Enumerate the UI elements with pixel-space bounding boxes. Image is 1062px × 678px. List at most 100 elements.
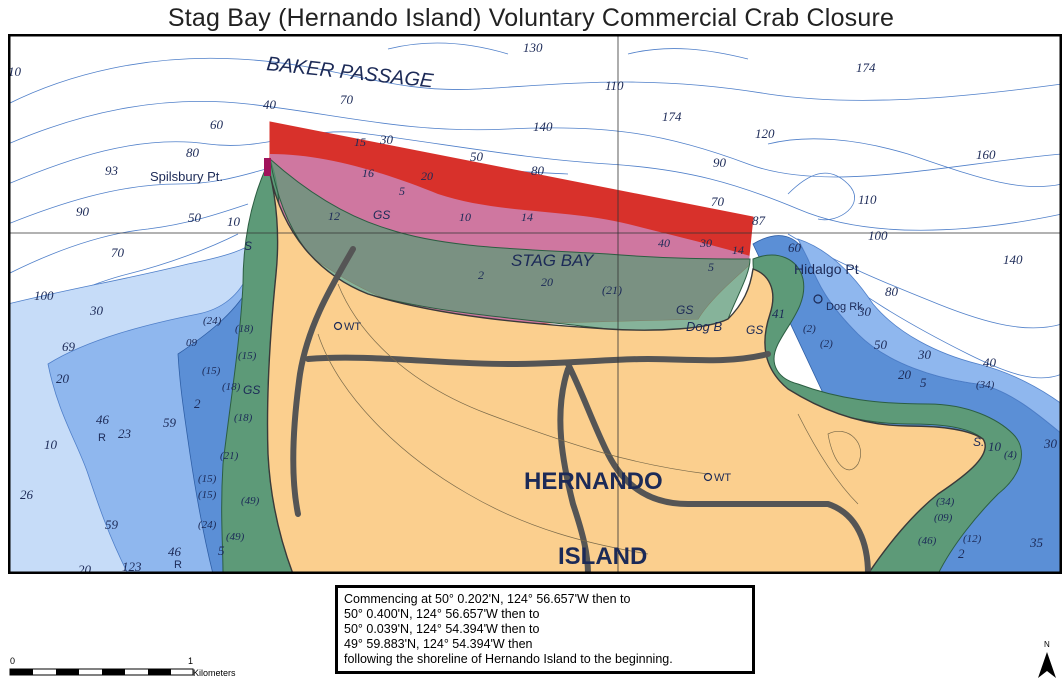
- sounding: (15): [202, 365, 221, 377]
- sounding: 26: [20, 487, 34, 502]
- sounding: 59: [105, 517, 119, 532]
- sounding: 100: [34, 288, 54, 303]
- sounding: 60: [210, 117, 224, 132]
- sounding: 41: [772, 306, 785, 321]
- scale-bar: [9, 668, 194, 676]
- scale-unit-label: Kilometers: [193, 668, 236, 678]
- sounding: 30: [699, 236, 712, 250]
- depth-soundings: 130 110 174 174 10 40 70 60 140 120 160 …: [8, 40, 1058, 574]
- sounding: (18): [234, 412, 253, 424]
- sounding: 174: [856, 60, 876, 75]
- sounding: 140: [1003, 252, 1023, 267]
- sounding: 140: [533, 119, 553, 134]
- sounding: 10: [44, 437, 58, 452]
- north-label: N: [1044, 640, 1050, 649]
- sounding: (18): [222, 381, 241, 393]
- label-s-2: S.: [973, 435, 984, 449]
- sounding: 30: [89, 303, 104, 318]
- sounding: (34): [936, 496, 955, 508]
- sounding: 14: [732, 243, 744, 257]
- sounding: 174: [662, 109, 682, 124]
- sounding: 60: [788, 240, 802, 255]
- sounding: 87: [752, 213, 766, 228]
- sounding: 09: [186, 337, 198, 349]
- sounding: 10: [227, 214, 241, 229]
- legend-line: 50° 0.039'N, 124° 54.394'W then to: [344, 622, 540, 636]
- sounding: 20: [78, 562, 92, 574]
- hernando-island-land: [266, 173, 986, 574]
- sounding: 5: [218, 543, 225, 558]
- wt-symbol-1: [333, 321, 343, 331]
- sounding: 20: [541, 275, 553, 289]
- map-frame: [8, 34, 1062, 574]
- sounding: (09): [934, 512, 953, 524]
- label-stag-bay: STAG BAY: [511, 251, 595, 270]
- sounding: 5: [920, 375, 927, 390]
- island-contours: [317, 283, 861, 555]
- sounding: (34): [976, 379, 995, 391]
- sounding: 69: [62, 339, 76, 354]
- sounding: 15: [354, 135, 366, 149]
- label-gs-3: GS: [243, 383, 260, 397]
- label-dog-rk: Dog Rk: [826, 301, 863, 313]
- sounding: 70: [111, 245, 125, 260]
- sounding: 40: [658, 236, 670, 250]
- sounding: 50: [470, 149, 484, 164]
- legend-line: following the shoreline of Hernando Isla…: [344, 652, 673, 666]
- sounding: 130: [523, 40, 543, 55]
- scale-label-zero: 0: [10, 656, 16, 666]
- sounding: 20: [421, 169, 433, 183]
- sounding: 40: [263, 97, 277, 112]
- sounding: 50: [874, 337, 888, 352]
- sounding: (15): [238, 350, 257, 362]
- sounding: 2: [194, 396, 201, 411]
- sounding: (46): [918, 535, 937, 547]
- label-r-2: R: [174, 559, 182, 571]
- spilsbury-marker: [264, 158, 271, 176]
- sounding: 23: [118, 426, 132, 441]
- label-wt-1: WT: [344, 321, 361, 333]
- label-r-1: R: [98, 432, 106, 444]
- sounding: 14: [521, 210, 533, 224]
- sounding: 123: [122, 559, 142, 574]
- sounding: 46: [168, 544, 182, 559]
- label-spilsbury-pt: Spilsbury Pt.: [150, 169, 223, 184]
- sounding: 59: [163, 415, 177, 430]
- sounding: (21): [220, 450, 239, 462]
- sounding: (15): [198, 489, 217, 501]
- sounding: (24): [203, 315, 222, 327]
- sounding: 10: [8, 64, 22, 79]
- label-dog-bay: Dog B: [686, 319, 722, 334]
- sounding: 5: [399, 184, 405, 198]
- label-gs-4: GS: [746, 323, 763, 337]
- sounding: 30: [857, 304, 872, 319]
- sounding: 10: [459, 210, 471, 224]
- sounding: 110: [858, 192, 877, 207]
- sounding: (18): [235, 323, 254, 335]
- closure-soundings: 15 16 20 5 12 10 14 40 30 14 20 (21) 2 5: [328, 135, 744, 297]
- island-roads: [290, 246, 871, 574]
- sounding: 120: [755, 126, 775, 141]
- sounding: 20: [898, 367, 912, 382]
- sounding: (12): [963, 533, 982, 545]
- label-island: ISLAND: [558, 543, 647, 570]
- sounding: (2): [820, 338, 833, 350]
- sounding: 2: [958, 546, 965, 561]
- shore-soundings: (24) (18) 09 (15) (15) (18) (18) (21) (1…: [186, 315, 1017, 547]
- map-title: Stag Bay (Hernando Island) Voluntary Com…: [167, 4, 895, 32]
- sounding: 40: [983, 355, 997, 370]
- sounding: 10: [988, 439, 1002, 454]
- rock-symbol: [813, 294, 823, 304]
- sounding: 5: [708, 260, 714, 274]
- sounding: 80: [885, 284, 899, 299]
- label-hidalgo-pt: Hidalgo Pt: [794, 261, 859, 277]
- sounding: 46: [96, 412, 110, 427]
- sounding: 16: [362, 166, 374, 180]
- label-hernando: HERNANDO: [524, 468, 663, 495]
- sounding: 50: [188, 210, 202, 225]
- sounding: 80: [531, 163, 545, 178]
- sounding: 100: [868, 228, 888, 243]
- sounding: (49): [241, 495, 260, 507]
- sounding: 2: [478, 268, 484, 282]
- sounding: 70: [711, 194, 725, 209]
